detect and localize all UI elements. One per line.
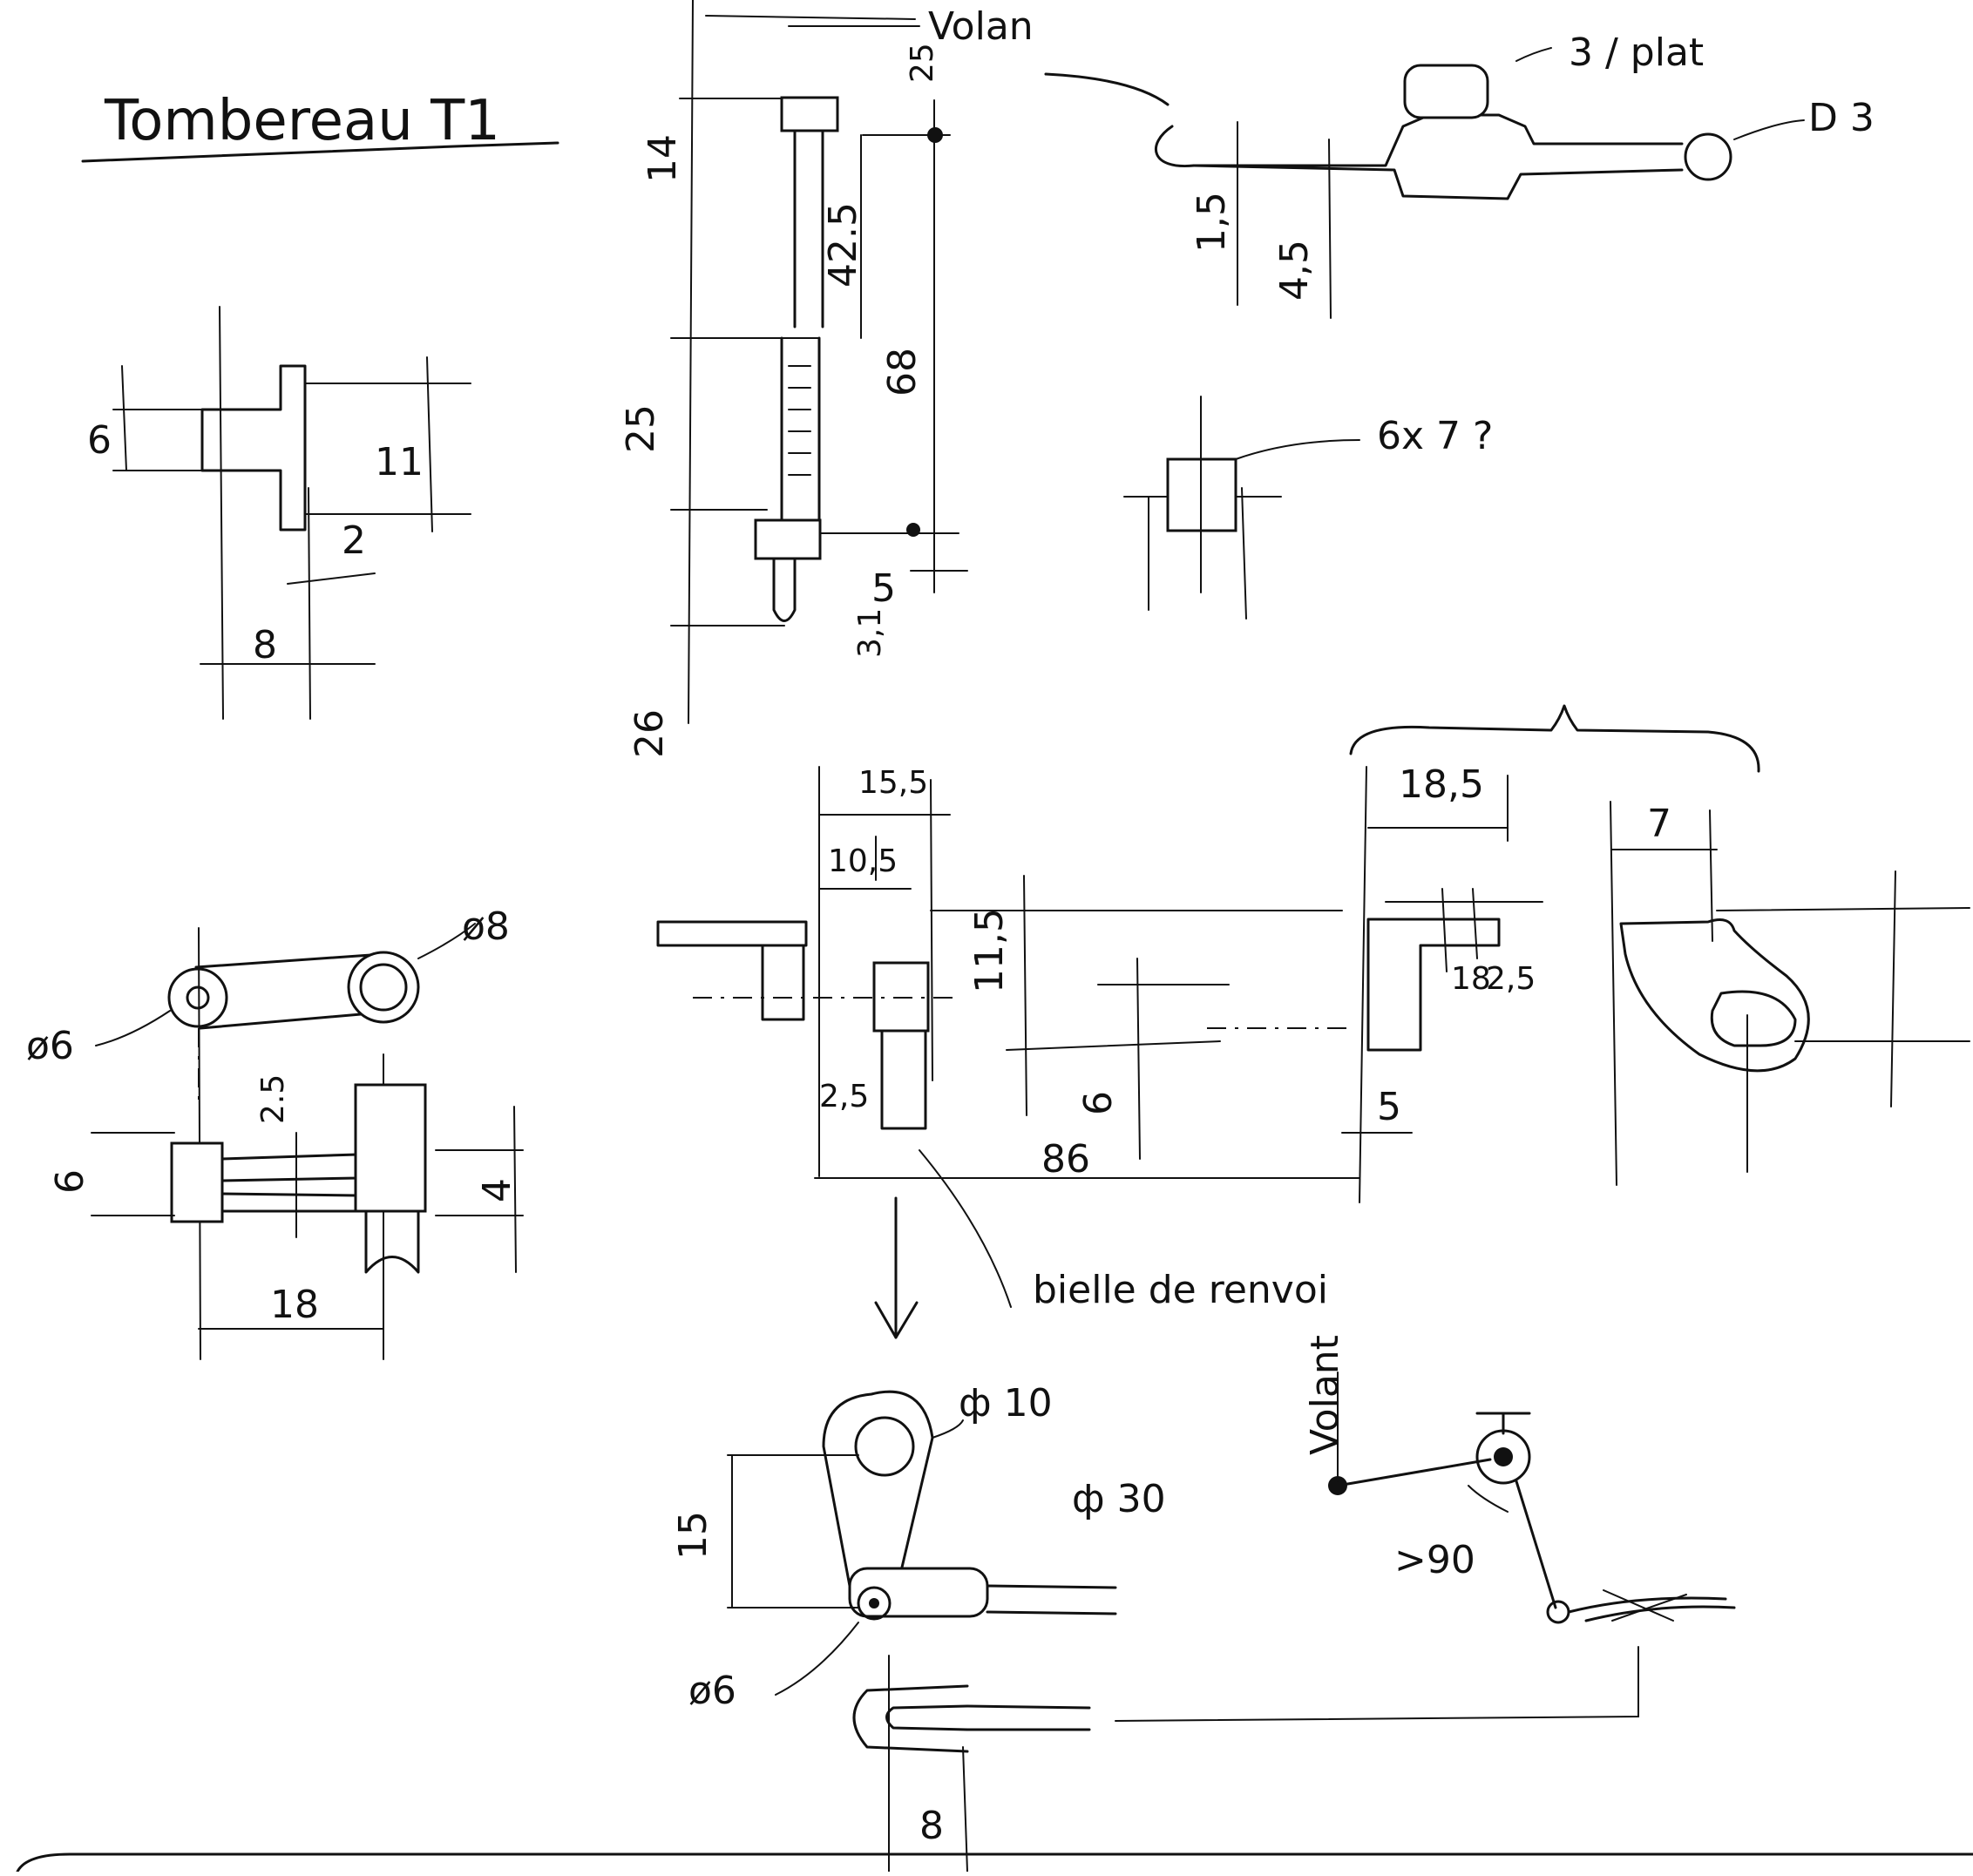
dim-8-bottom: 8 <box>919 1804 944 1848</box>
volant-side-label: Volant <box>1303 1335 1347 1455</box>
dim-15-bottom: 15 <box>671 1511 715 1560</box>
dim-2: 2 <box>342 518 366 563</box>
bottom-crank-sketch: ф 10 ф 30 ø6 15 8 <box>671 1381 1166 1873</box>
gt90-label: >90 <box>1394 1538 1475 1582</box>
bielle-label: bielle de renvoi <box>1033 1268 1328 1312</box>
dim-7: 7 <box>1647 802 1671 846</box>
dim-4-left: 4 <box>475 1178 519 1202</box>
dim-15-5: 15,5 <box>858 765 928 801</box>
title: Tombereau T1 <box>104 89 500 153</box>
volant-top-label: Volan <box>928 4 1034 49</box>
dim-25-top: 25 <box>905 43 940 83</box>
dim-8-t: 8 <box>253 623 277 667</box>
dim-18-left: 18 <box>270 1283 319 1327</box>
dim-11-5: 11,5 <box>967 908 1012 993</box>
left-crank-sketch: ø8 ø6 2.5 6 4 18 <box>26 904 524 1360</box>
title-underline <box>81 141 559 163</box>
dim-25: 25 <box>619 404 663 453</box>
vertical-shaft-sketch: Volan 14 25 42.5 68 25 5 3,1 26 <box>619 0 1034 758</box>
d3-label: D 3 <box>1808 96 1875 140</box>
dim-6-t: 6 <box>87 418 112 463</box>
dim-2-5-left: 2.5 <box>255 1074 291 1124</box>
dim-6-mid: 6 <box>1076 1091 1121 1115</box>
bielle-callout: bielle de renvoi <box>874 1149 1328 1339</box>
dim-11: 11 <box>375 440 424 484</box>
dim-6-left: 6 <box>48 1169 92 1194</box>
dim-2-5-mid: 2,5 <box>819 1079 869 1114</box>
dim-2-5-right: 2,5 <box>1486 961 1536 997</box>
phi10-label: ф 10 <box>959 1381 1053 1426</box>
dim-26: 26 <box>627 709 672 758</box>
t-piece-sketch: 6 11 2 8 <box>87 306 471 720</box>
plat-label: 3 / plat <box>1569 30 1704 75</box>
dim-18-5: 18,5 <box>1399 762 1484 807</box>
dim-42-5: 42.5 <box>821 202 865 288</box>
dim-18-small: 18 <box>1451 961 1491 997</box>
middle-assembly-sketch: 15,5 10,5 11,5 2,5 6 86 <box>656 765 1360 1182</box>
phi8-label: ø8 <box>462 904 510 949</box>
dim-86: 86 <box>1041 1137 1090 1182</box>
dim-1-5: 1,5 <box>1190 192 1234 253</box>
dim-5: 5 <box>871 566 896 611</box>
square-section-sketch: 6x 7 ? <box>1123 396 1493 620</box>
dim-3-1: 3,1 <box>852 608 888 658</box>
top-right-lever-sketch: 3 / plat D 3 1,5 4,5 <box>1044 30 1875 319</box>
dim-68: 68 <box>880 348 925 396</box>
dim-5-right: 5 <box>1377 1085 1401 1129</box>
kinematic-sketch: Volant >90 <box>1115 1335 1736 1722</box>
dim-10-5: 10,5 <box>828 843 898 879</box>
phi6-bottom-label: ø6 <box>688 1669 736 1713</box>
six-by-seven-label: 6x 7 ? <box>1377 414 1493 458</box>
right-assembly-sketch: 18,5 18 2,5 5 7 <box>1341 704 1970 1203</box>
dim-14: 14 <box>641 134 685 183</box>
dim-4-5: 4,5 <box>1272 240 1317 301</box>
phi6-left-label: ø6 <box>26 1024 74 1068</box>
phi30-label: ф 30 <box>1072 1477 1166 1521</box>
bottom-border <box>16 1852 1973 1873</box>
